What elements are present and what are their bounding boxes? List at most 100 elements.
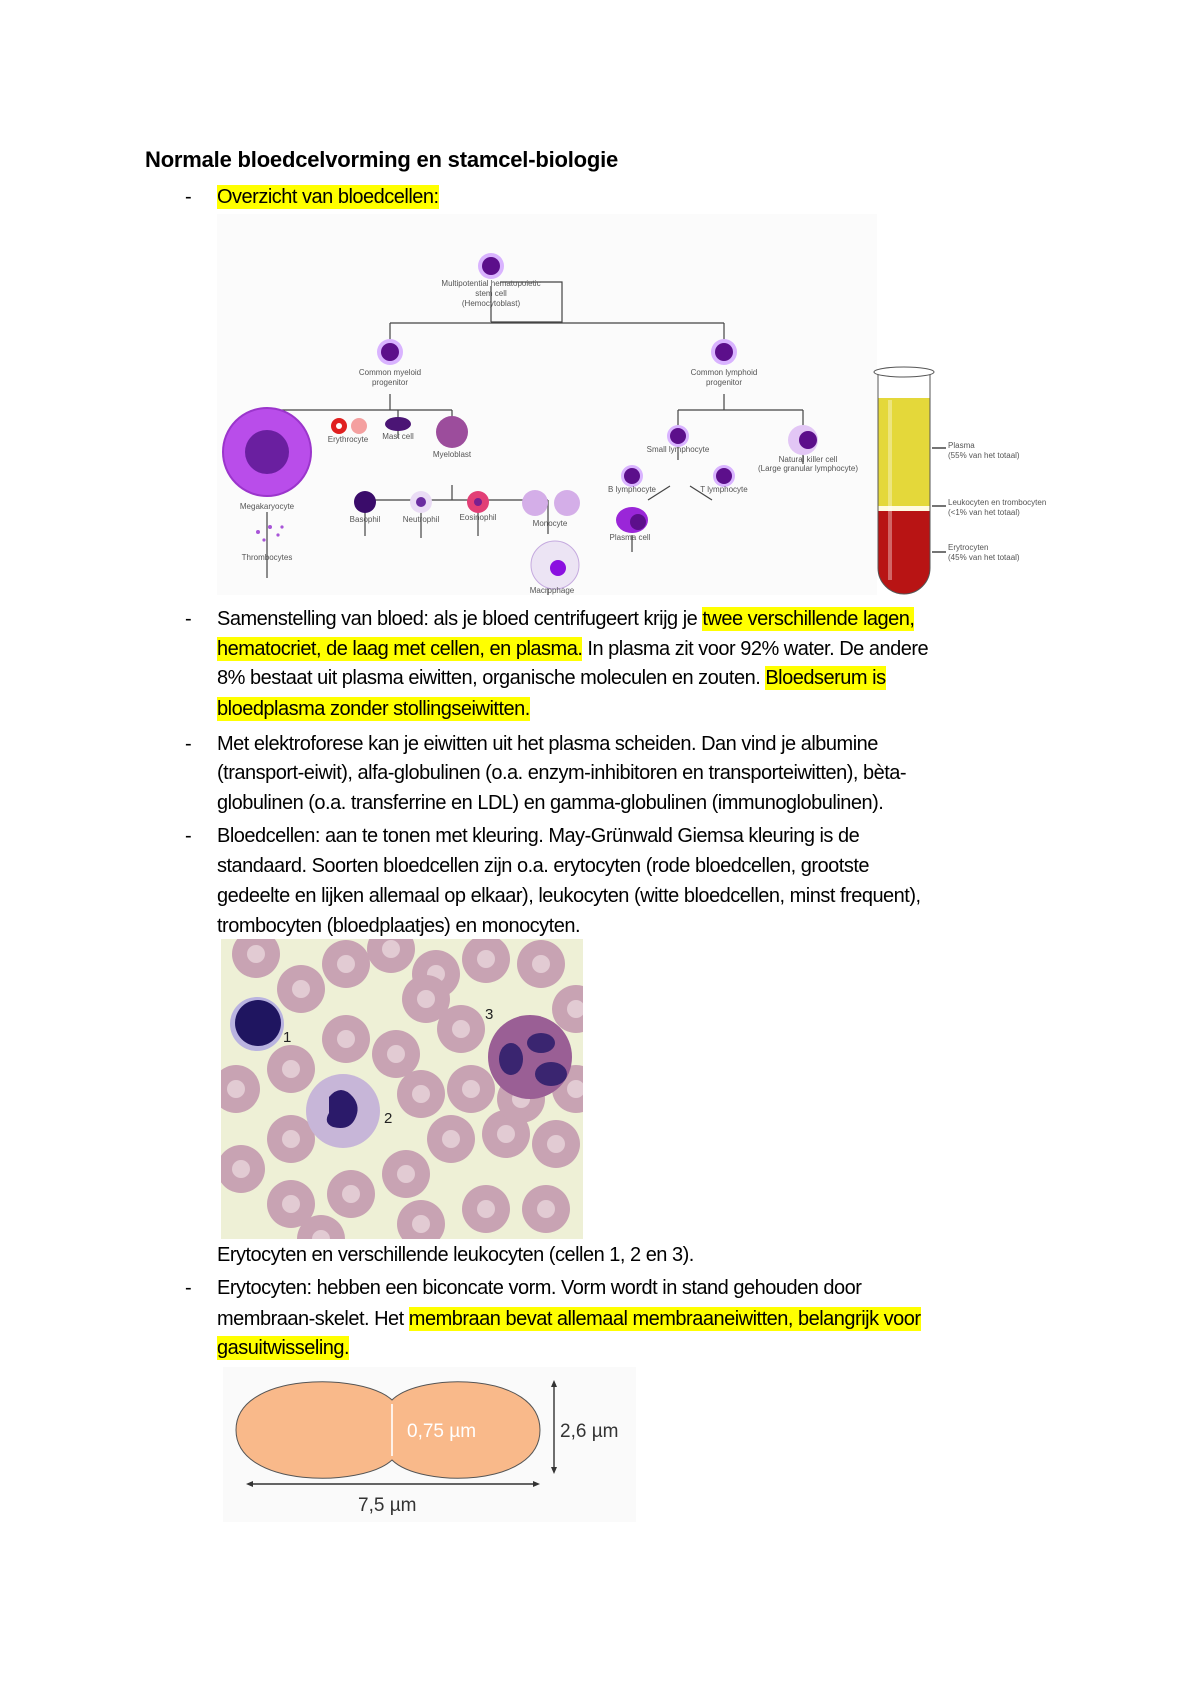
red-blood-cell-center <box>412 1215 430 1233</box>
red-blood-cell-center <box>247 945 265 963</box>
text-line: Samenstelling van bloed: als je bloed ce… <box>217 606 915 632</box>
tube-label-plasma-pct: (55% van het totaal) <box>948 451 1020 460</box>
cell-icons <box>222 253 818 590</box>
label-thrombocytes: Thrombocytes <box>242 553 293 562</box>
label-erythrocyte: Erythrocyte <box>328 435 369 444</box>
test-tube-illustration: Plasma (55% van het totaal) Leukocyten e… <box>873 366 1046 595</box>
tube-label-buffy: Leukocyten en trombocyten <box>948 498 1046 507</box>
label-nk-cell: (Large granular lymphocyte) <box>758 464 858 473</box>
red-blood-cell-center <box>462 1080 480 1098</box>
plasma-layer <box>878 398 930 508</box>
buffy-coat-layer <box>878 506 930 511</box>
bullet: - <box>185 608 192 630</box>
mast-cell-icon <box>385 417 411 431</box>
highlighted-text: membraan bevat allemaal membraaneiwitten… <box>408 1307 921 1331</box>
label-stem-cell: (Hemocytoblast) <box>462 299 521 308</box>
text-line: membraan-skelet. Het membraan bevat alle… <box>217 1306 921 1332</box>
basophil-icon <box>354 491 376 513</box>
lymphocyte-cell-1 <box>230 997 284 1051</box>
red-blood-cell-center <box>227 1080 245 1098</box>
bullet: - <box>185 186 192 208</box>
red-blood-cell-center <box>312 1230 330 1239</box>
hematopoiesis-diagram: Multipotential hematopoietic stem cell (… <box>217 214 1046 595</box>
red-blood-cell-center <box>477 950 495 968</box>
red-blood-cell-center <box>292 980 310 998</box>
label-stem-cell: stem cell <box>475 289 507 298</box>
text-line: gedeelte en lijken allemaal op elkaar), … <box>217 885 921 907</box>
label-myeloid: progenitor <box>372 378 408 387</box>
red-blood-cell <box>297 1215 345 1239</box>
text-segment: 8% bestaat uit plasma eiwitten, organisc… <box>217 667 766 689</box>
red-blood-cell-center <box>537 1200 555 1218</box>
red-blood-cell-center <box>417 990 435 1008</box>
text-line: trombocyten (bloedplaatjes) en monocyten… <box>217 915 581 937</box>
label-plasma-cell: Plasma cell <box>610 533 651 542</box>
highlighted-text: hematocriet, de laag met cellen, en plas… <box>217 637 583 661</box>
label-nk-cell: Natural killer cell <box>779 455 838 464</box>
red-blood-cell-center <box>282 1130 300 1148</box>
erythrocyte-layer <box>878 511 930 594</box>
red-blood-cell-center <box>232 1160 250 1178</box>
myeloblast-icon <box>436 416 468 448</box>
label-stem-cell: Multipotential hematopoietic <box>441 279 540 288</box>
red-blood-cell-center <box>477 1200 495 1218</box>
cell-label-3: 3 <box>485 1006 493 1023</box>
text-line: globulinen (o.a. transferrine en LDL) en… <box>217 792 884 814</box>
label-mast-cell: Mast cell <box>382 432 414 441</box>
label-lymphoid: Common lymphoid <box>691 368 758 377</box>
red-blood-cell-center <box>282 1195 300 1213</box>
diameter-label: 7,5 µm <box>358 1495 416 1516</box>
tube-label-buffy-pct: (<1% van het totaal) <box>948 508 1020 517</box>
highlighted-text: Bloedserum is <box>765 666 886 690</box>
tube-label-erythrocytes-pct: (45% van het totaal) <box>948 553 1020 562</box>
text-line: (transport-eiwit), alfa-globulinen (o.a.… <box>217 762 907 784</box>
highlighted-text: gasuitwisseling. <box>217 1336 350 1360</box>
label-myeloblast: Myeloblast <box>433 450 472 459</box>
biconcave-shape <box>235 1381 541 1479</box>
label-t-lymphocyte: T lymphocyte <box>700 485 748 494</box>
red-blood-cell-center <box>532 955 550 973</box>
red-blood-cell-center <box>412 1085 430 1103</box>
cell-label-2: 2 <box>384 1110 392 1127</box>
red-blood-cell-center <box>397 1165 415 1183</box>
center-thickness-label: 0,75 µm <box>407 1421 476 1442</box>
thickness-label: 2,6 µm <box>560 1421 618 1442</box>
label-myeloid: Common myeloid <box>359 368 421 377</box>
red-blood-cell-center <box>452 1020 470 1038</box>
label-eosinophil: Eosinophil <box>460 513 497 522</box>
erythrocyte-shape-diagram: 0,75 µm 2,6 µm 7,5 µm <box>223 1367 636 1522</box>
red-blood-cell-center <box>342 1185 360 1203</box>
tube-label-erythrocytes: Erytrocyten <box>948 543 988 552</box>
text-line: standaard. Soorten bloedcellen zijn o.a.… <box>217 855 870 877</box>
red-blood-cell-center <box>497 1125 515 1143</box>
red-blood-cell-center <box>387 1045 405 1063</box>
tube-label-plasma: Plasma <box>948 441 975 450</box>
thrombocytes-icon <box>256 525 284 542</box>
bullet: - <box>185 1277 192 1299</box>
text-segment: Samenstelling van bloed: als je bloed ce… <box>217 608 703 630</box>
text-line: Bloedcellen: aan te tonen met kleuring. … <box>217 825 860 847</box>
label-megakaryocyte: Megakaryocyte <box>240 502 295 511</box>
red-blood-cell-center <box>282 1060 300 1078</box>
bullet: - <box>185 733 192 755</box>
cell-label-1: 1 <box>283 1029 291 1046</box>
red-blood-cell-center <box>442 1130 460 1148</box>
red-blood-cell-center <box>382 940 400 958</box>
red-blood-cell-center <box>337 1030 355 1048</box>
label-lymphoid: progenitor <box>706 378 742 387</box>
red-blood-cell-center <box>567 1000 583 1018</box>
red-blood-cell-center <box>337 955 355 973</box>
text-line: 8% bestaat uit plasma eiwitten, organisc… <box>217 665 886 691</box>
text-segment: membraan-skelet. Het <box>217 1308 409 1330</box>
eosinophil-cell-3 <box>488 1015 572 1099</box>
overview-heading: Overzicht van bloedcellen: <box>217 184 439 210</box>
text-line: hematocriet, de laag met cellen, en plas… <box>217 636 929 662</box>
label-b-lymphocyte: B lymphocyte <box>608 485 657 494</box>
text-line: Erytocyten: hebben een biconcate vorm. V… <box>217 1277 862 1299</box>
text-segment: In plasma zit voor 92% water. De andere <box>582 638 929 660</box>
text-line: bloedplasma zonder stollingseiwitten. <box>217 696 530 722</box>
highlighted-text: bloedplasma zonder stollingseiwitten. <box>217 697 530 721</box>
neutrophil-cell-2 <box>306 1074 380 1148</box>
highlighted-text: Overzicht van bloedcellen: <box>217 185 439 209</box>
